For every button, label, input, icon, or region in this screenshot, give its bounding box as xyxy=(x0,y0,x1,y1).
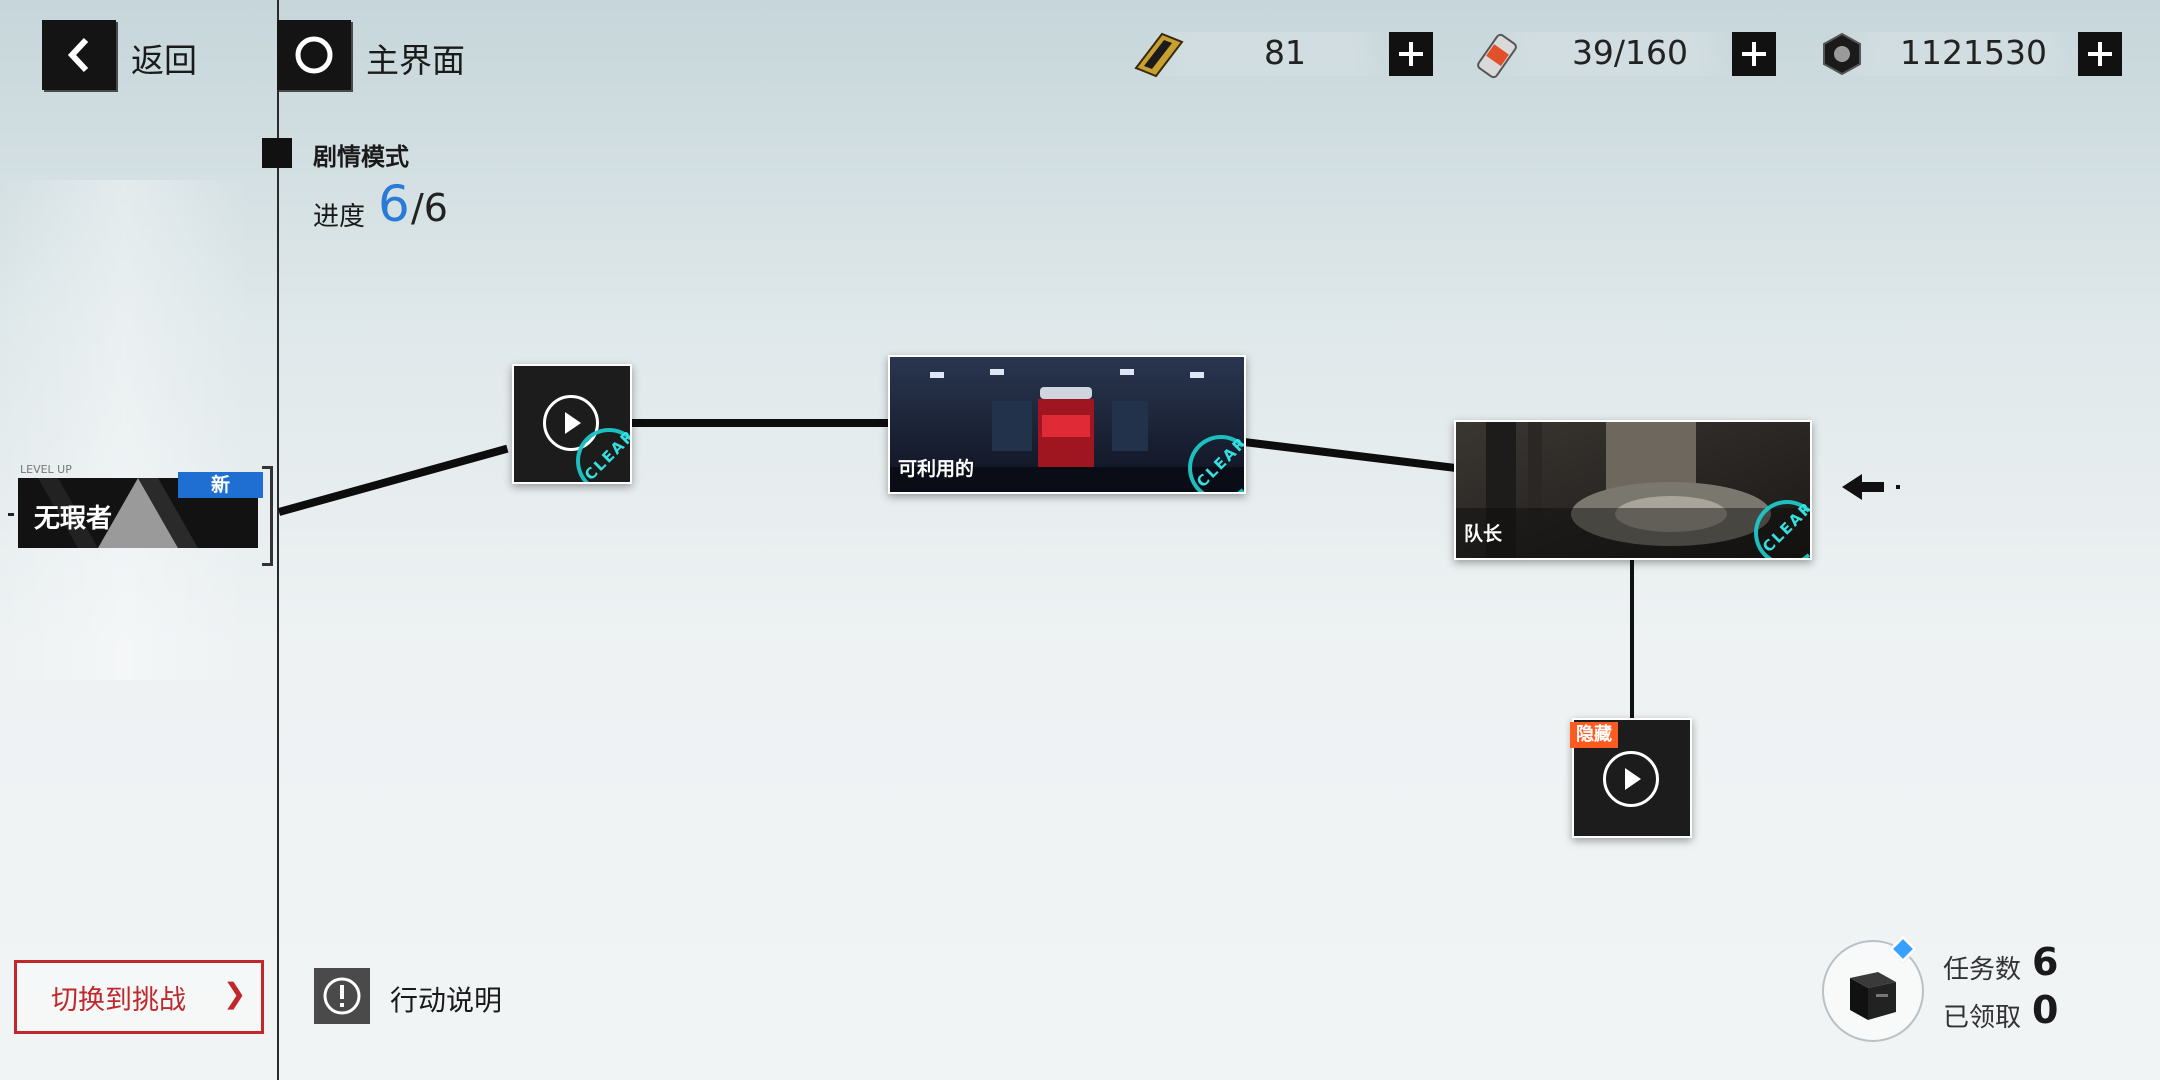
coin-nut-icon xyxy=(1823,32,1861,76)
stamina-can-icon xyxy=(1477,33,1517,79)
reward-box-icon xyxy=(1850,972,1896,1020)
chevron-right-icon: ❯ xyxy=(223,977,247,1010)
coin-count: 1121530 xyxy=(1900,33,2047,72)
stage-2-thumbnail xyxy=(890,357,1244,492)
hidden-tag: 隐藏 xyxy=(1570,722,1618,748)
task-count-label: 任务数 xyxy=(1943,955,2022,985)
progress-current: 6 xyxy=(378,175,410,233)
task-count: 6 xyxy=(2032,940,2059,984)
new-badge: 新 xyxy=(178,472,263,498)
stage-video-node[interactable]: CLEAR xyxy=(512,364,632,484)
back-button[interactable] xyxy=(42,20,116,90)
stage-2-title: 可利用的 xyxy=(898,458,975,480)
add-stamina-button[interactable] xyxy=(1732,32,1776,76)
resource-bar-stamina xyxy=(1494,32,1734,76)
path-line xyxy=(630,419,892,427)
resource-bar-coins xyxy=(1840,32,2080,76)
claimed-count: 0 xyxy=(2032,988,2059,1032)
chevron-left-icon xyxy=(67,37,89,73)
chapter-bracket xyxy=(262,466,273,566)
add-coin-button[interactable] xyxy=(2078,32,2122,76)
path-line xyxy=(1243,438,1457,473)
clear-badge-icon xyxy=(1754,500,1810,558)
exclamation-circle-icon xyxy=(323,977,361,1015)
add-ticket-button[interactable] xyxy=(1389,32,1433,76)
chapter-glow xyxy=(0,180,250,680)
claimed-label: 已领取 xyxy=(1943,1003,2022,1033)
play-icon xyxy=(543,395,599,451)
stage-node-2[interactable]: 可利用的 CLEAR xyxy=(888,355,1246,494)
mode-title: 剧情模式 xyxy=(313,143,409,171)
clear-badge-icon xyxy=(576,428,630,482)
chapter-card-pattern xyxy=(38,478,198,548)
home-button[interactable] xyxy=(277,20,351,90)
action-info-button[interactable] xyxy=(314,968,370,1024)
mode-square-icon xyxy=(262,138,292,168)
chapter-title: 无瑕者 xyxy=(34,504,113,534)
ticket-count: 81 xyxy=(1264,33,1306,72)
level-up-label: LEVEL UP xyxy=(20,463,72,476)
switch-label: 切换到挑战 xyxy=(51,985,186,1016)
stage-3-title: 队长 xyxy=(1464,523,1503,545)
ticket-icon xyxy=(1134,32,1184,78)
progress-label: 进度 xyxy=(313,202,366,232)
progress-total: /6 xyxy=(411,186,448,230)
action-info-label[interactable]: 行动说明 xyxy=(390,984,503,1017)
arrow-left-icon xyxy=(1842,474,1900,500)
stage-3-thumbnail xyxy=(1456,422,1810,558)
sidebar-divider xyxy=(277,0,279,1080)
path-line xyxy=(277,444,509,516)
chapter-marker xyxy=(8,513,14,516)
switch-to-challenge-button[interactable]: 切换到挑战 ❯ xyxy=(14,960,264,1034)
home-label[interactable]: 主界面 xyxy=(366,41,465,80)
stage-node-3[interactable]: 队长 CLEAR xyxy=(1454,420,1812,560)
circle-home-icon xyxy=(295,36,333,74)
back-label[interactable]: 返回 xyxy=(131,41,197,80)
chapter-card[interactable]: 无瑕者 xyxy=(18,478,258,548)
resource-bar-tickets xyxy=(1150,32,1390,76)
play-icon xyxy=(1603,751,1659,807)
clear-badge-icon xyxy=(1188,435,1244,492)
path-line-vertical xyxy=(1630,556,1634,720)
stamina-count: 39/160 xyxy=(1571,33,1689,72)
